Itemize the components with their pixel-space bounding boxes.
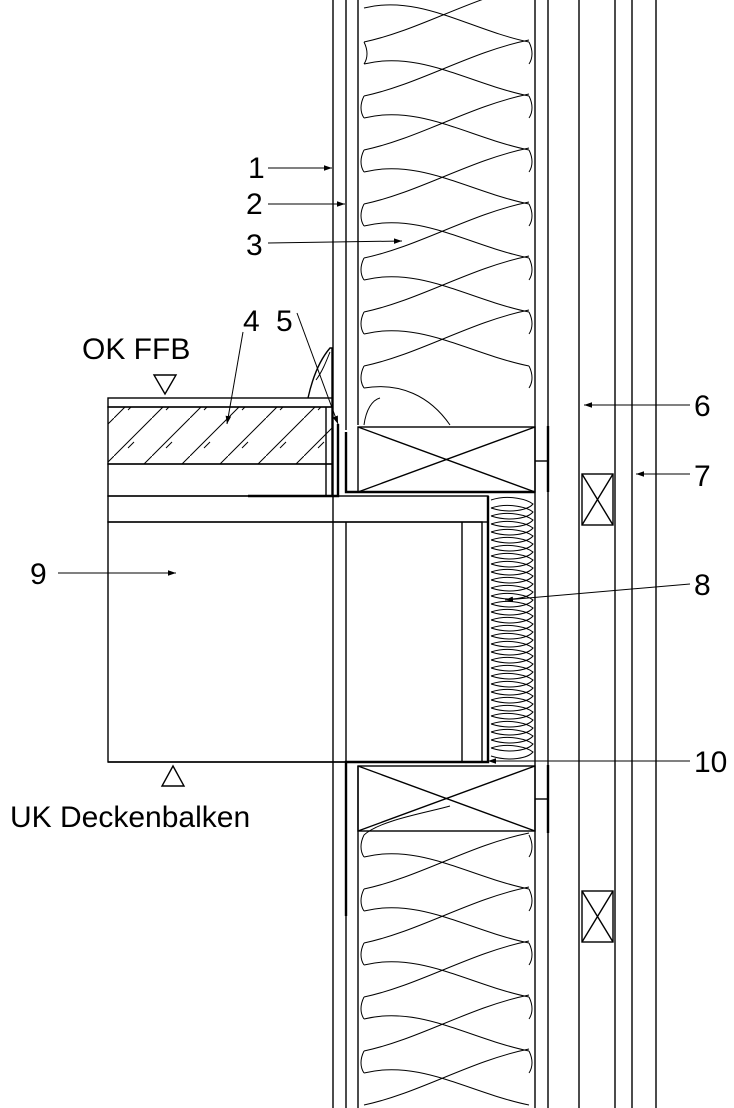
insulation-upper	[360, 0, 533, 426]
lower-timber-plate	[357, 765, 536, 832]
brackets	[535, 426, 550, 833]
counter-batten-lower	[581, 890, 614, 943]
label-6: 6	[694, 390, 711, 423]
insulation-lower	[360, 805, 533, 1106]
leader-lines	[58, 165, 691, 764]
floor-finish	[107, 397, 333, 408]
floor-build-up	[107, 347, 535, 916]
label-10: 10	[694, 746, 727, 779]
label-1: 1	[248, 152, 265, 185]
impact-sound-insulation	[107, 463, 333, 497]
level-marker-ok-ffb	[152, 374, 178, 396]
label-2: 2	[246, 188, 263, 221]
label-9: 9	[30, 558, 47, 591]
label-4: 4	[243, 305, 260, 338]
screed	[107, 406, 333, 465]
leader-5	[296, 312, 339, 425]
wall-layers	[332, 0, 657, 1108]
label-ok-ffb: OK FFB	[82, 333, 190, 366]
label-8: 8	[694, 569, 711, 602]
floor-joist	[107, 521, 483, 763]
leader-3	[267, 238, 403, 244]
label-uk-deckenbalken: UK Deckenbalken	[10, 801, 250, 834]
upper-timber-plate	[357, 426, 536, 493]
label-3: 3	[246, 229, 263, 262]
floor-decking	[107, 495, 489, 523]
label-7: 7	[694, 460, 711, 493]
label-5: 5	[276, 305, 293, 338]
leader-8	[504, 583, 691, 603]
level-marker-uk-deckenbalken	[160, 764, 186, 787]
counter-batten-upper	[581, 473, 614, 526]
leader-4	[225, 331, 244, 425]
